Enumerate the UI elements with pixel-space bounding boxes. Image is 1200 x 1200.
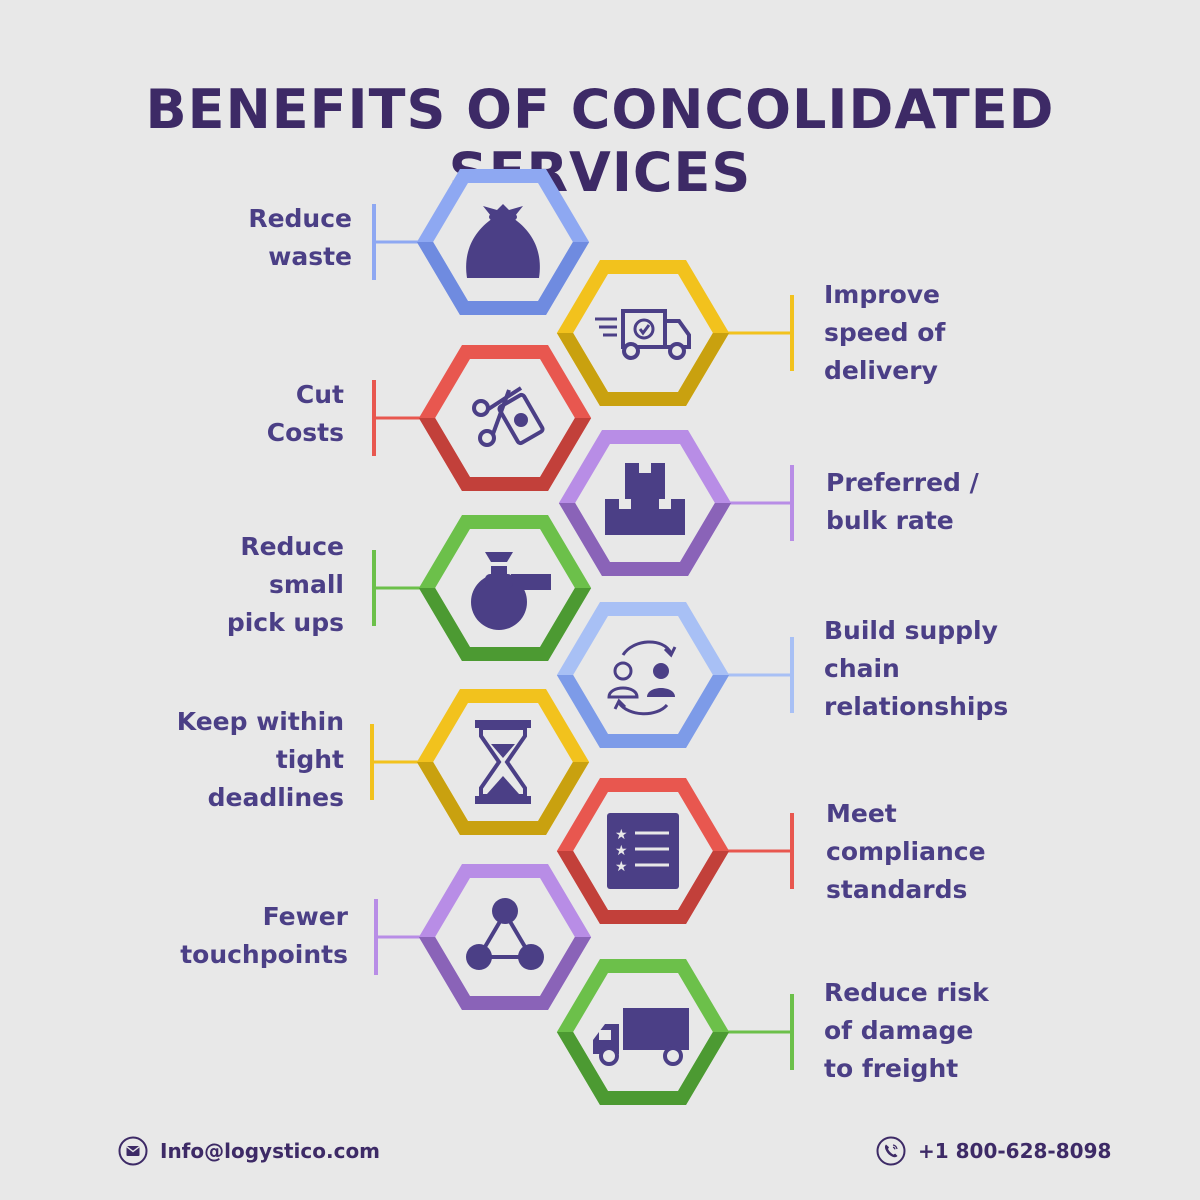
email-text[interactable]: Info@logystico.com bbox=[160, 1139, 381, 1163]
benefit-item-10 bbox=[556, 959, 794, 1105]
benefit-label-10: Reduce risk of damage to freight bbox=[824, 978, 989, 1083]
svg-text:★: ★ bbox=[615, 859, 628, 875]
benefit-item-2 bbox=[556, 260, 794, 406]
page-title: Benefits of Concolidated Services bbox=[145, 78, 1055, 204]
hourglass-icon bbox=[475, 720, 531, 804]
benefit-label-5: Reduce small pick ups bbox=[226, 532, 344, 637]
benefit-label-6: Build supply chain relationships bbox=[824, 616, 1009, 721]
benefit-label-4: Preferred / bulk rate bbox=[826, 468, 979, 535]
benefit-item-9 bbox=[374, 864, 592, 1010]
benefit-label-9: Fewer touchpoints bbox=[180, 902, 348, 969]
email-contact[interactable]: Info@logystico.com bbox=[118, 1136, 380, 1166]
mail-icon bbox=[118, 1136, 148, 1166]
svg-text:★: ★ bbox=[615, 827, 628, 843]
network-nodes-icon bbox=[466, 898, 544, 970]
benefit-label-2: Improve speed of delivery bbox=[824, 280, 946, 385]
phone-icon bbox=[876, 1136, 906, 1166]
benefit-item-8: ★★★ bbox=[556, 778, 794, 924]
fast-delivery-truck-icon bbox=[595, 309, 691, 360]
benefit-item-3 bbox=[372, 345, 592, 491]
benefit-label-3: Cut Costs bbox=[266, 380, 344, 447]
benefit-label-8: Meet compliance standards bbox=[826, 799, 986, 904]
benefit-label-7: Keep within tight deadlines bbox=[176, 707, 344, 812]
garbage-bag-icon bbox=[466, 204, 540, 278]
benefit-item-6 bbox=[556, 602, 794, 748]
benefit-item-4 bbox=[558, 430, 794, 576]
scissors-money-icon bbox=[472, 386, 545, 447]
user-exchange-icon bbox=[607, 640, 677, 716]
benefit-item-1 bbox=[372, 169, 590, 315]
benefit-label-1: Reduce waste bbox=[248, 204, 352, 271]
money-bag-hand-icon bbox=[471, 552, 551, 630]
checklist-icon: ★★★ bbox=[607, 813, 679, 889]
stacked-boxes-icon bbox=[605, 463, 685, 535]
phone-text[interactable]: +1 800-628-8098 bbox=[918, 1139, 1112, 1163]
svg-text:★: ★ bbox=[615, 843, 628, 859]
freight-truck-icon bbox=[593, 1008, 689, 1066]
benefit-item-5 bbox=[372, 515, 592, 661]
phone-contact[interactable]: +1 800-628-8098 bbox=[876, 1136, 1111, 1166]
benefit-item-7 bbox=[370, 689, 590, 835]
